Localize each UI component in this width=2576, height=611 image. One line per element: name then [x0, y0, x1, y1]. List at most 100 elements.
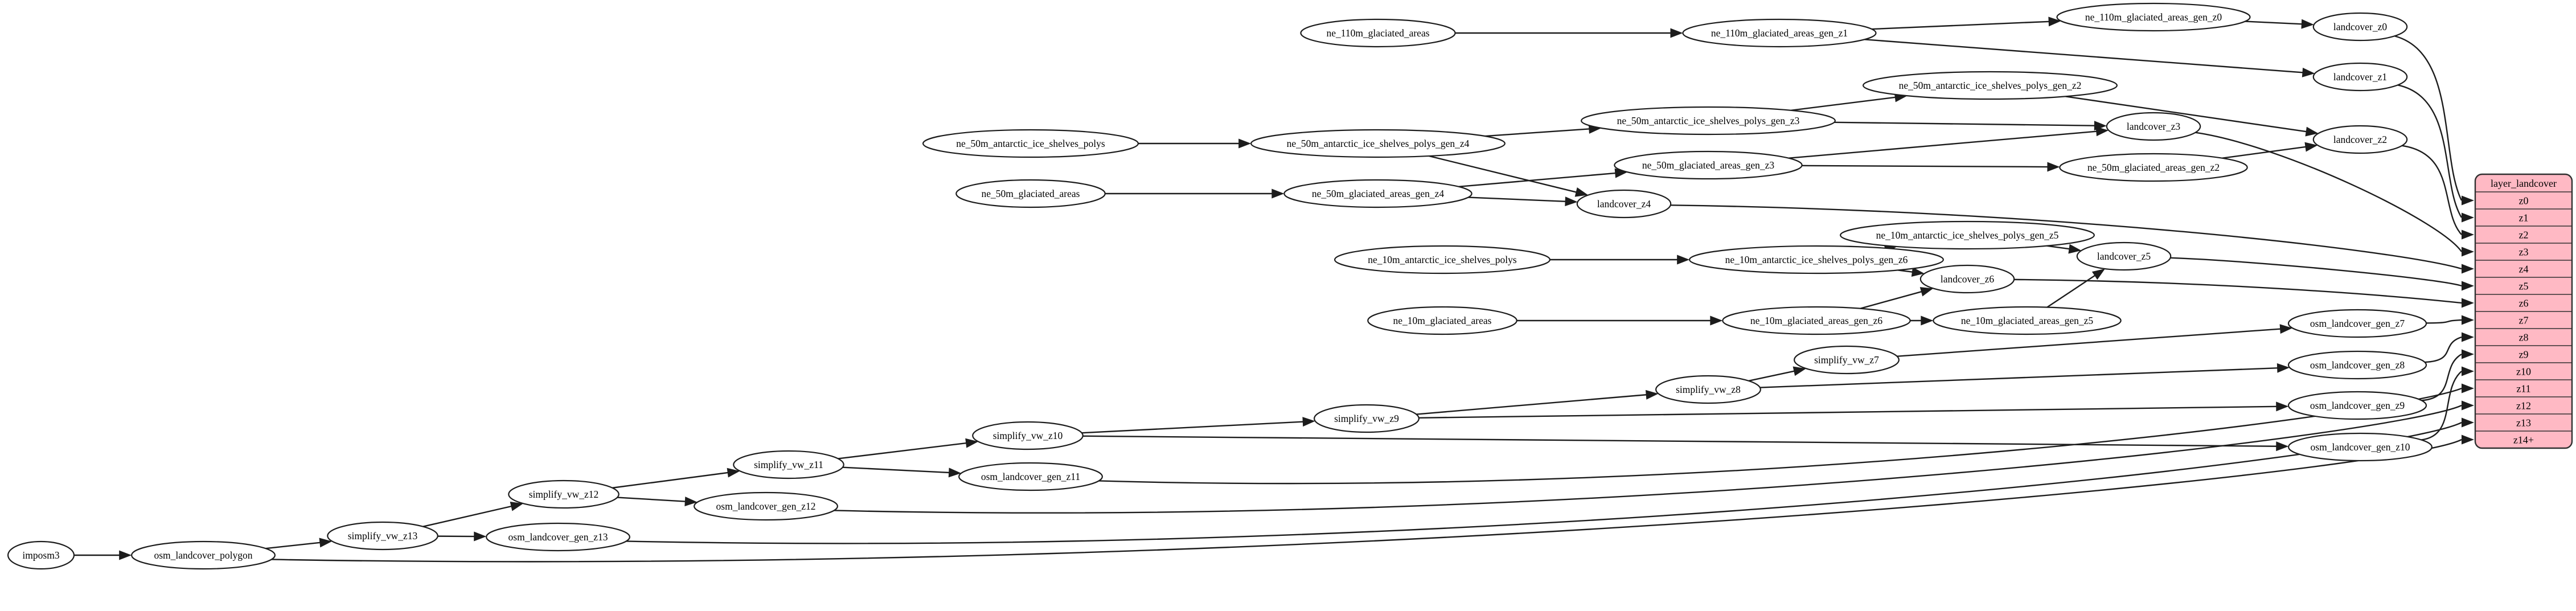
node-ellipse [1722, 306, 1911, 335]
layer-table-row-z5: z5 [2519, 280, 2529, 292]
edge-simplify_vw_z9-to-osm_landcover_gen_z9 [1418, 401, 2289, 419]
edge-arrowhead [510, 501, 523, 511]
node-ne_50m_glaciated_areas_gen_z2: ne_50m_glaciated_areas_gen_z2 [2059, 153, 2248, 182]
edge-simplify_vw_z13-to-simplify_vw_z12 [423, 501, 523, 527]
edge-ne_10m_antarctic_ice_shelves_polys_gen_z5-to-landcover_z5 [2046, 244, 2082, 254]
node-ellipse [2059, 153, 2248, 182]
edge-ne_50m_antarctic_ice_shelves_polys_gen_z3-to-landcover_z3 [1834, 121, 2107, 131]
edge-simplify_vw_z10-to-simplify_vw_z9 [1081, 417, 1315, 434]
edge-path [1098, 387, 2462, 485]
node-landcover_z0: landcover_z0 [2312, 12, 2408, 42]
edge-arrowhead [1565, 196, 1578, 207]
layer-table-row-z12: z12 [2516, 400, 2531, 411]
edge-path [2245, 20, 2303, 25]
node-label: ne_110m_glaciated_areas_gen_z0 [2085, 11, 2222, 23]
edge-landcover_z4-to-layer-z4 [1670, 204, 2474, 274]
layer-table-row-z13: z13 [2516, 417, 2531, 428]
edge-path [1081, 421, 1304, 434]
node-ellipse [2287, 391, 2427, 420]
edge-arrowhead [2091, 268, 2105, 280]
node-label: landcover_z5 [2097, 251, 2151, 262]
layer-table-row-z4: z4 [2519, 263, 2529, 274]
node-label: ne_10m_antarctic_ice_shelves_polys [1368, 254, 1517, 265]
node-simplify_vw_z8: simplify_vw_z8 [1655, 375, 1762, 404]
node-ellipse [1794, 345, 1900, 375]
edge-arrowhead [727, 468, 740, 478]
edge-ne_50m_antarctic_ice_shelves_polys_gen_z4-to-ne_50m_antarctic_ice_shelves_polys_gen_z3 [1484, 124, 1602, 137]
node-osm_landcover_polygon: osm_landcover_polygon [131, 540, 276, 570]
node-ellipse [1919, 264, 2015, 294]
edge-ne_50m_glaciated_areas_gen_z3-to-ne_50m_glaciated_areas_gen_z2 [1802, 162, 2060, 172]
edge-arrowhead [1645, 389, 1659, 400]
edge-landcover_z6-to-layer-z6 [2014, 278, 2474, 308]
edge-arrowhead [2462, 195, 2474, 206]
edge-simplify_vw_z8-to-osm_landcover_gen_z8 [1759, 363, 2290, 388]
node-ellipse [486, 522, 630, 552]
node-label: landcover_z0 [2333, 21, 2388, 32]
layer-table-row-z9: z9 [2519, 348, 2529, 360]
edge-arrowhead [2462, 247, 2474, 257]
node-ellipse [2312, 62, 2408, 92]
edge-path [2222, 146, 2307, 159]
layer-table-row-z7: z7 [2519, 314, 2529, 326]
node-ne_110m_glaciated_areas: ne_110m_glaciated_areas [1300, 18, 1456, 48]
node-simplify_vw_z11: simplify_vw_z11 [733, 450, 844, 479]
edge-path [1860, 290, 1923, 309]
node-ellipse [1933, 306, 2122, 335]
edge-path [838, 442, 967, 460]
edges-layer [73, 17, 2474, 563]
edge-arrowhead [2276, 363, 2290, 373]
edge-osm_landcover_gen_z12-to-layer-z12 [834, 400, 2474, 514]
edge-path [2195, 132, 2462, 252]
edge-ne_50m_antarctic_ice_shelves_polys_gen_z4-to-landcover_z4 [1429, 155, 1589, 197]
edge-simplify_vw_z12-to-simplify_vw_z11 [612, 468, 740, 489]
layer-table-row-z0: z0 [2519, 195, 2529, 206]
node-ellipse [2312, 125, 2408, 154]
edge-path [1484, 128, 1590, 137]
node-ne_10m_antarctic_ice_shelves_polys_gen_z6: ne_10m_antarctic_ice_shelves_polys_gen_z… [1689, 245, 1944, 274]
edge-arrowhead [319, 538, 333, 548]
node-simplify_vw_z10: simplify_vw_z10 [972, 421, 1084, 450]
node-simplify_vw_z13: simplify_vw_z13 [327, 521, 438, 551]
edge-arrowhead [1238, 138, 1252, 149]
node-ellipse [1689, 245, 1944, 274]
node-label: ne_50m_glaciated_areas [982, 188, 1080, 199]
edge-simplify_vw_z13-to-osm_landcover_gen_z13 [437, 531, 487, 542]
node-ne_50m_antarctic_ice_shelves_polys_gen_z2: ne_50m_antarctic_ice_shelves_polys_gen_z… [1863, 71, 2118, 100]
layer-table: layer_landcoverz0z1z2z3z4z5z6z7z8z9z10z1… [2474, 173, 2573, 449]
edge-landcover_z5-to-layer-z5 [2170, 257, 2474, 291]
edge-ne_10m_glaciated_areas_gen_z5-to-landcover_z5 [2046, 268, 2105, 308]
node-label: osm_landcover_gen_z9 [2310, 400, 2405, 411]
node-ne_50m_glaciated_areas_gen_z3: ne_50m_glaciated_areas_gen_z3 [1614, 150, 1803, 180]
node-label: landcover_z2 [2333, 134, 2387, 145]
edge-path [2425, 336, 2462, 363]
edge-arrowhead [2305, 126, 2319, 137]
edge-arrowhead [1271, 188, 1285, 199]
edge-arrowhead [1921, 315, 1934, 326]
edge-arrowhead [2462, 315, 2474, 325]
edge-imposm3-to-osm_landcover_polygon [73, 550, 132, 560]
node-ne_10m_glaciated_areas_gen_z6: ne_10m_glaciated_areas_gen_z6 [1722, 306, 1911, 335]
layer-table-row-z1: z1 [2519, 212, 2529, 223]
edge-arrowhead [2301, 19, 2314, 29]
edge-landcover_z0-to-layer-z0 [2394, 35, 2474, 206]
edge-path [1418, 405, 2278, 419]
edge-ne_10m_glaciated_areas-to-ne_10m_glaciated_areas_gen_z6 [1516, 315, 1723, 326]
edge-arrowhead [2462, 281, 2474, 291]
node-ellipse [1581, 106, 1836, 136]
node-landcover_z2: landcover_z2 [2312, 125, 2408, 154]
node-label: ne_50m_antarctic_ice_shelves_polys [956, 138, 1105, 149]
node-label: osm_landcover_gen_z10 [2311, 441, 2410, 453]
node-ellipse [1300, 18, 1456, 48]
node-ellipse [733, 450, 844, 479]
edge-arrowhead [2462, 400, 2474, 411]
edge-path [1458, 172, 1617, 187]
node-label: simplify_vw_z13 [348, 530, 418, 542]
edge-ne_50m_glaciated_areas_gen_z2-to-landcover_z2 [2222, 142, 2318, 159]
edge-arrowhead [2462, 229, 2474, 240]
edge-ne_110m_glaciated_areas_gen_z1-to-ne_110m_glaciated_areas_gen_z0 [1872, 17, 2061, 30]
node-osm_landcover_gen_z12: osm_landcover_gen_z12 [694, 491, 838, 521]
edge-arrowhead [1574, 187, 1589, 197]
node-osm_landcover_gen_z8: osm_landcover_gen_z8 [2287, 350, 2427, 380]
edge-path [1748, 370, 1795, 382]
